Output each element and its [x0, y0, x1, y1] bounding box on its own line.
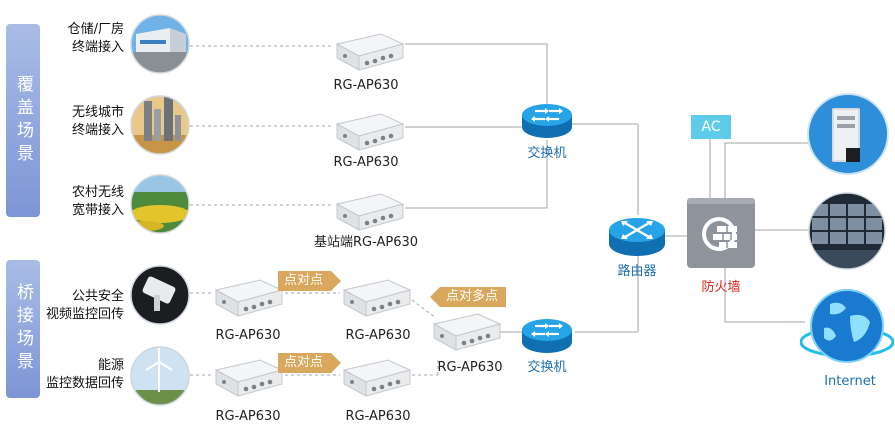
video-wall-icon	[808, 192, 886, 270]
rural-photo	[130, 174, 190, 234]
ap-label-bridge-2a: RG-AP630	[215, 409, 281, 424]
ap-bridge-1b-device-icon	[342, 279, 412, 317]
scene-label-city: 无线城市终端接入	[71, 105, 124, 138]
scene-label-energy: 能源监控数据回传	[45, 358, 124, 391]
switch-top-icon	[522, 104, 572, 138]
ap-label-bridge-1a: RG-AP630	[215, 328, 281, 343]
ap-label-base-station: 基站端RG-AP630	[313, 235, 419, 250]
tag-point-to-point-1: 点对点	[278, 271, 342, 291]
router-label: 路由器	[617, 264, 657, 279]
ap-bridge-2b-device-icon	[342, 359, 412, 397]
ap-bridge-2a-device-icon	[214, 359, 284, 397]
scene-label-rural: 农村无线宽带接入	[71, 185, 124, 218]
ap-label-bridge-2b: RG-AP630	[345, 409, 411, 424]
tag-point-to-point-2: 点对点	[278, 353, 342, 373]
wind-turbine-photo	[130, 346, 190, 406]
switch-top-label: 交换机	[527, 146, 567, 161]
internet-globe-icon	[800, 289, 894, 363]
firewall-label: 防火墙	[701, 280, 741, 295]
ap-label-bridge-1b: RG-AP630	[345, 328, 411, 343]
ap-label-mid: RG-AP630	[333, 155, 399, 170]
bridge-scene-label: 桥接场景	[6, 260, 40, 398]
ap-bridge-1a-device-icon	[214, 279, 284, 317]
switch-bottom-icon	[522, 319, 572, 353]
switch-bottom-label: 交换机	[527, 360, 567, 375]
scene-label-warehouse: 仓储/厂房终端接入	[67, 22, 124, 55]
warehouse-photo	[130, 14, 190, 74]
city-photo	[130, 95, 190, 155]
coverage-scene-label: 覆盖场景	[6, 24, 40, 217]
scene-label-security: 公共安全视频监控回传	[45, 289, 124, 322]
ap-label-top: RG-AP630	[333, 78, 399, 93]
internet-label: Internet	[824, 374, 876, 389]
server-pc-icon	[807, 93, 889, 175]
ap-label-bridge-center: RG-AP630	[437, 360, 503, 375]
camera-photo	[130, 265, 190, 325]
ap-top-device-icon	[335, 33, 405, 71]
router-icon	[609, 218, 665, 256]
firewall-icon	[687, 198, 755, 268]
ap-bridge-center-device-icon	[432, 313, 502, 351]
ap-base-device-icon	[335, 193, 405, 231]
ac-controller-box: AC	[691, 115, 731, 139]
tag-point-to-multipoint: 点对多点	[429, 287, 507, 307]
ap-mid-device-icon	[335, 113, 405, 151]
